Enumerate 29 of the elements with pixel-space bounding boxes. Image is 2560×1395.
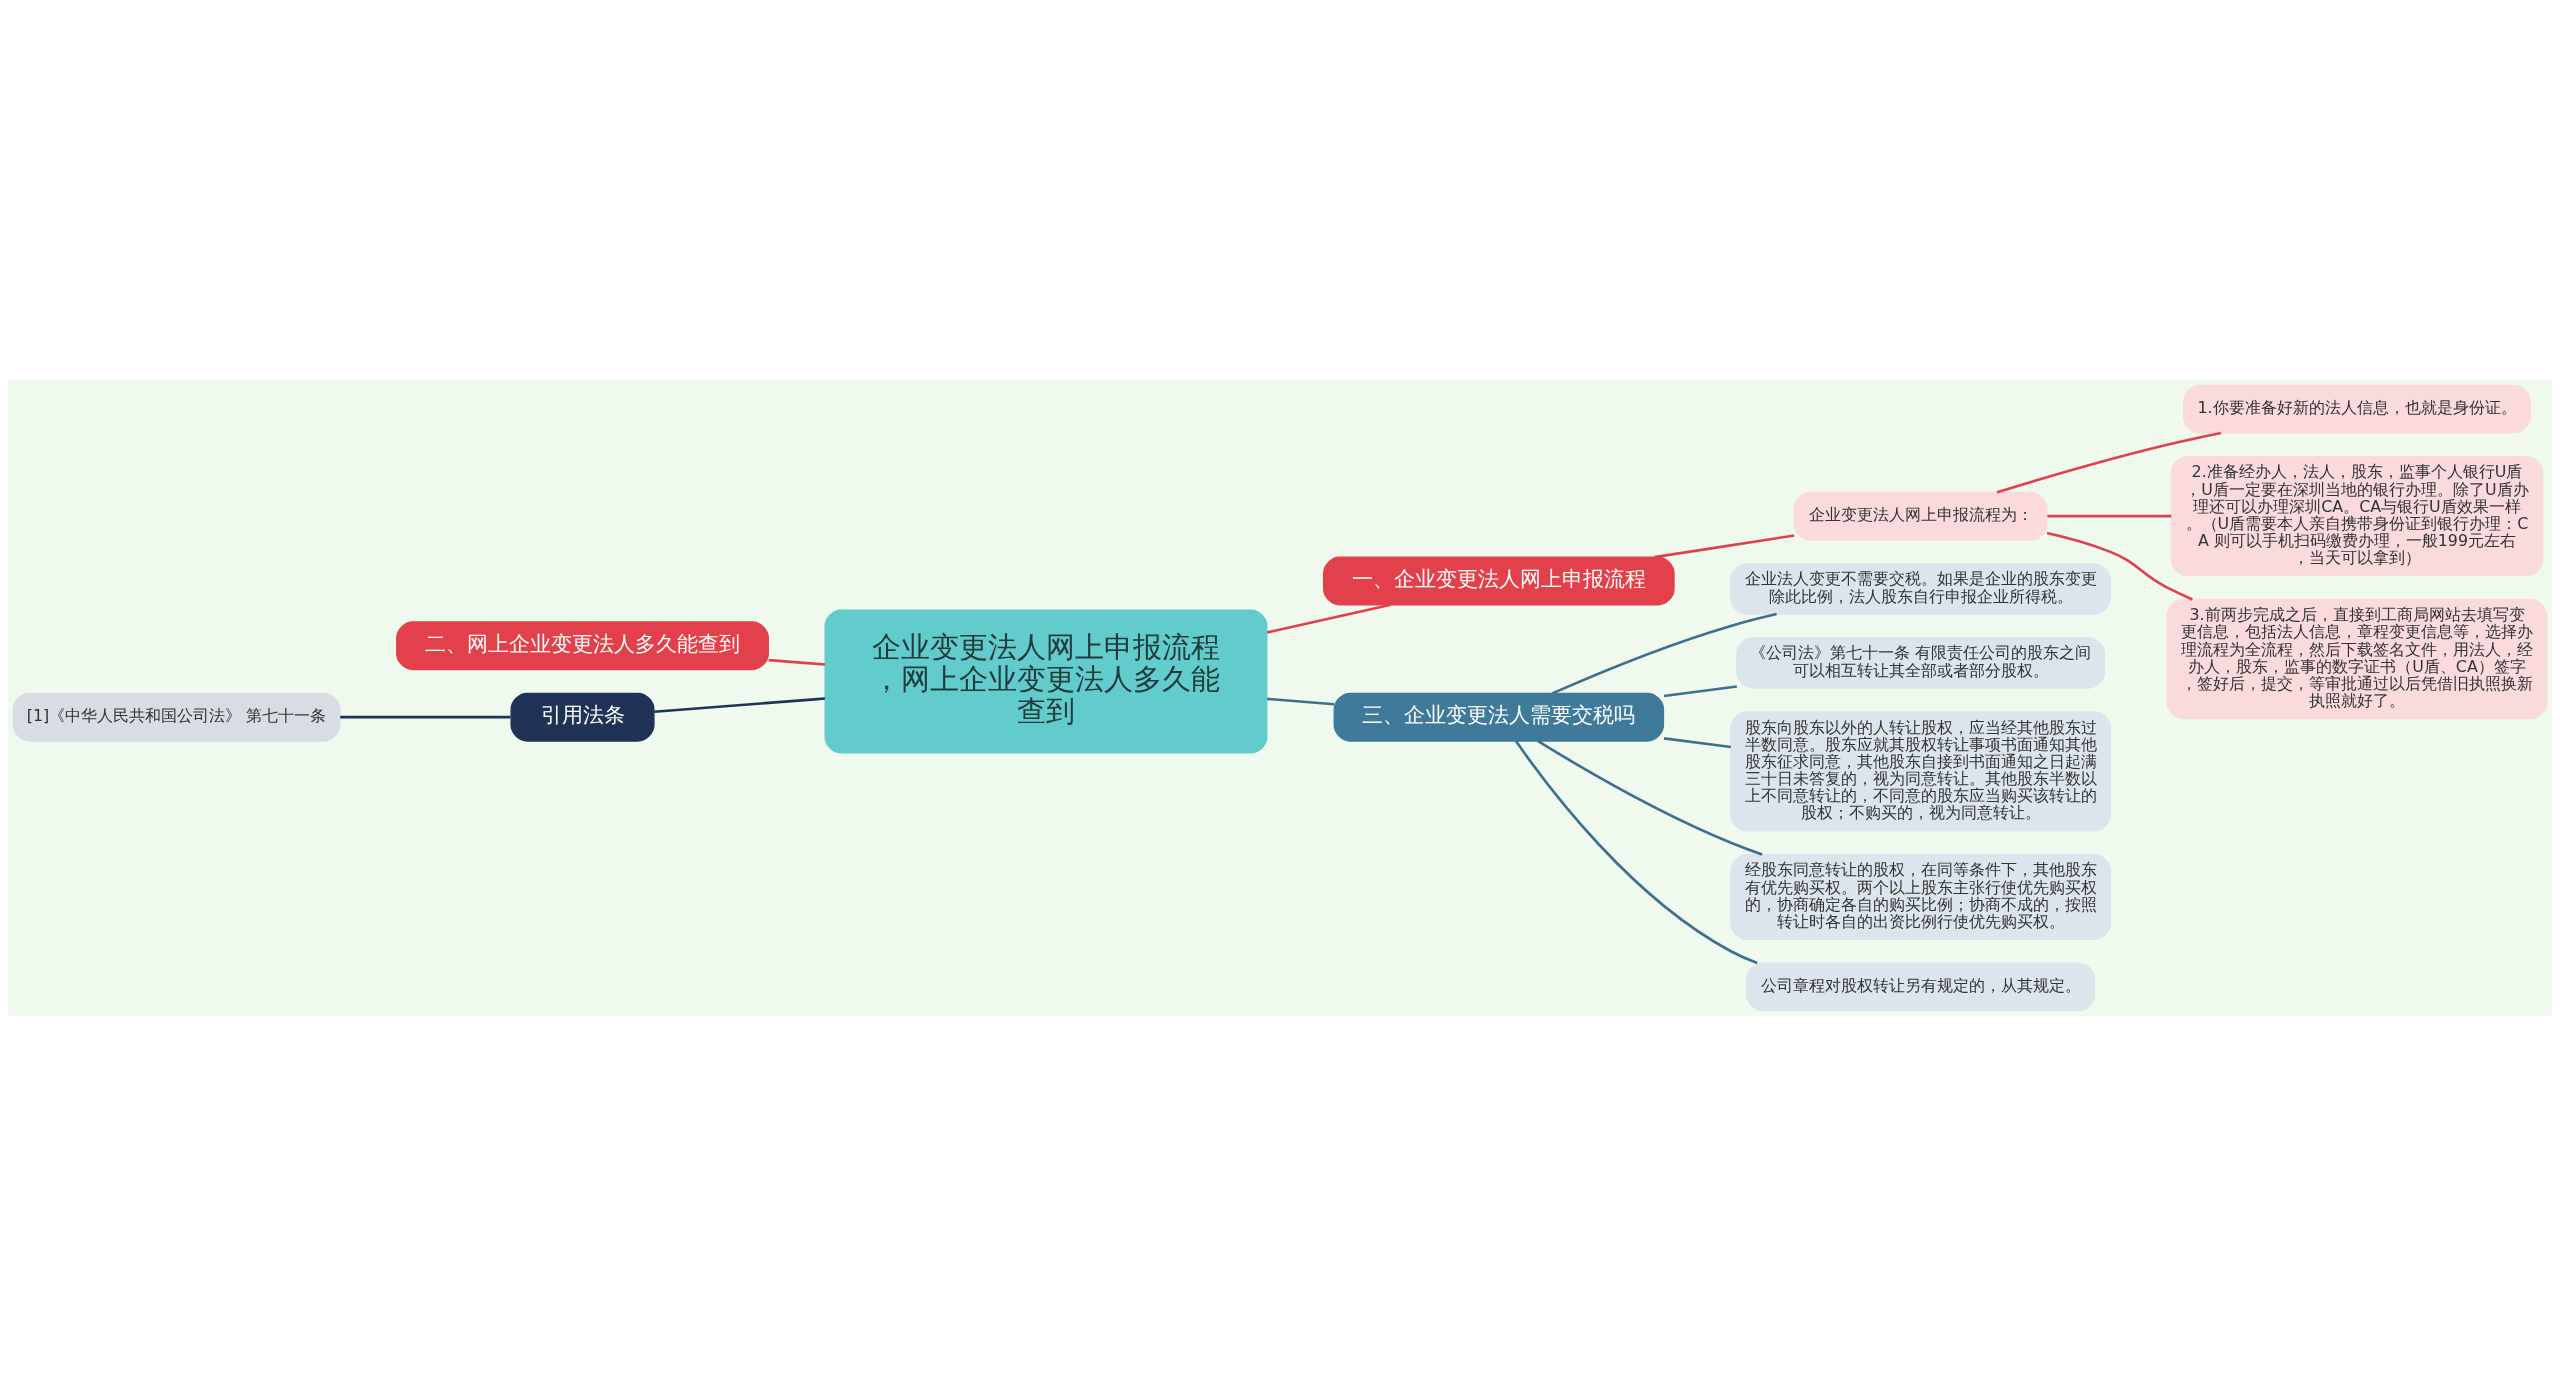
connector — [1663, 684, 1737, 697]
connector — [1514, 739, 1758, 964]
node-box: 公司章程对股权转让另有规定的，从其规定。 — [1746, 961, 2096, 1011]
node-box: 经股东同意转让的股权，在同等条件下，其他股东有优先购买权。两个以上股东主张行使优先购买权的，协商确定各自的购买比例；协商不成的，按照转让时各自的出资比例行使优先购买权。 — [1730, 853, 2112, 940]
connector — [1996, 431, 2222, 494]
node-box: 引用法条 — [510, 692, 655, 742]
node-box: 《公司法》第七十一条 有限责任公司的股东之间可以相互转让其全部或者部分股权。 — [1736, 636, 2106, 689]
connector — [1266, 603, 1392, 634]
node-box: 三、企业变更法人需要交税吗 — [1333, 692, 1665, 742]
connector — [1551, 612, 1777, 695]
connector — [1267, 697, 1335, 706]
connector — [340, 715, 511, 718]
node-box: 企业变更法人网上申报流程，网上企业变更法人多久能查到 — [824, 608, 1268, 754]
node-box: 股东向股东以外的人转让股权，应当经其他股东过半数同意。股东应就其股权转让事项书面通知其他股东征求同意，其他股东自接到书面通知之日起满三十日未答复的，视为同意转让。其他股东半数以上不同意转让的，不同意的股东应当购买该转让的股权；不购买的，视为同意转让。 — [1730, 710, 2112, 832]
connector — [1654, 533, 1795, 558]
connector — [768, 658, 826, 666]
connector — [654, 696, 825, 713]
node-box: [1]《中华人民共和国公司法》 第七十一条 — [12, 692, 341, 742]
connector — [2047, 514, 2172, 517]
node-box: 2.准备经办人，法人，股东，监事个人银行U盾，U盾一定要在深圳当地的银行办理。除了U盾办理还可以办理深圳CA。CA与银行U盾效果一样。（U盾需要本人亲自携带身份证到银行办理：CA 则可以手机扫码缴费办理，一般199元左右，当天可以拿到） — [2170, 455, 2544, 576]
node-box: 1.你要准备好新的法人信息，也就是身份证。 — [2183, 384, 2531, 434]
node-box: 企业法人变更不需要交税。如果是企业的股东变更除此比例，法人股东自行申报企业所得税。 — [1730, 562, 2112, 615]
connector — [1537, 739, 1763, 856]
node-box: 企业变更法人网上申报流程为： — [1793, 491, 2048, 541]
node-box: 一、企业变更法人网上申报流程 — [1322, 556, 1675, 605]
node-box: 二、网上企业变更法人多久能查到 — [396, 620, 769, 670]
connector — [2046, 531, 2193, 601]
node-box: 3.前两步完成之后，直接到工商局网站去填写变更信息，包括法人信息，章程变更信息等，选择办理流程为全流程，然后下载签名文件，用法人，经办人，股东，监事的数字证书（U盾、CA）签字，签好后，提交，等审批通过以后凭借旧执照换新执照就好了。 — [2166, 598, 2548, 719]
connector — [1663, 736, 1732, 748]
